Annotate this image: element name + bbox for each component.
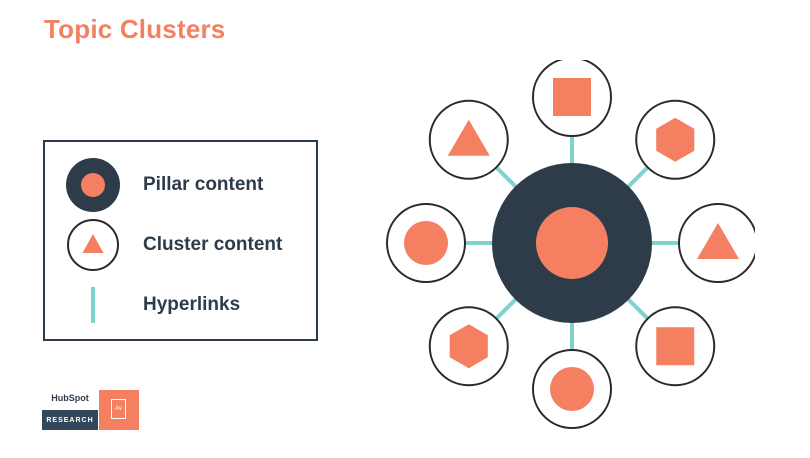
legend-label-hyperlinks: Hyperlinks xyxy=(143,294,241,315)
cluster-node-bottom xyxy=(532,349,612,429)
legend-box: Pillar content Cluster content Hyperlink… xyxy=(43,140,318,341)
hubspot-research-logo: HubSpot RESEARCH Av xyxy=(42,388,142,432)
legend-item-cluster: Cluster content xyxy=(65,217,282,273)
report-tile-icon: Av xyxy=(99,390,139,430)
triangle-icon xyxy=(697,223,739,259)
cluster-node-top-left xyxy=(428,99,509,180)
cluster-nodes xyxy=(386,57,758,429)
cluster-node-top xyxy=(532,57,612,137)
triangle-icon xyxy=(447,119,490,156)
pillar-symbol-icon xyxy=(65,157,121,213)
hyperlink-connectors xyxy=(466,137,678,349)
legend-item-pillar: Pillar content xyxy=(65,157,263,213)
legend-item-hyperlinks: Hyperlinks xyxy=(65,277,240,333)
pillar-circle-icon xyxy=(536,207,608,279)
square-icon xyxy=(656,327,695,366)
cluster-symbol-icon xyxy=(65,217,121,273)
cluster-node-left xyxy=(386,203,466,283)
hexagon-icon xyxy=(449,324,488,369)
hyperlink-top-left xyxy=(495,166,519,190)
topic-cluster-diagram xyxy=(385,57,758,445)
circle-icon xyxy=(404,221,448,265)
cluster-node-bottom-right xyxy=(635,306,716,387)
hubspot-logo-text: HubSpot xyxy=(51,393,89,403)
legend-label-cluster: Cluster content xyxy=(143,234,283,255)
cluster-node-bottom-left xyxy=(428,306,509,387)
research-label: RESEARCH xyxy=(42,410,98,430)
cluster-node-top-right xyxy=(635,99,716,180)
hyperlink-top-right xyxy=(625,166,649,190)
cluster-diagram-svg xyxy=(386,57,758,429)
hyperlink-line-icon xyxy=(65,277,121,333)
document-icon: Av xyxy=(111,399,126,419)
legend-label-pillar: Pillar content xyxy=(143,174,264,195)
page-title: Topic Clusters xyxy=(44,14,226,44)
hyperlink-bottom-right xyxy=(625,296,649,320)
hexagon-icon xyxy=(656,117,695,162)
cluster-node-right xyxy=(678,203,758,283)
square-icon xyxy=(553,78,591,116)
circle-icon xyxy=(550,367,594,411)
pillar-node xyxy=(492,163,652,323)
hyperlink-bottom-left xyxy=(495,296,519,320)
